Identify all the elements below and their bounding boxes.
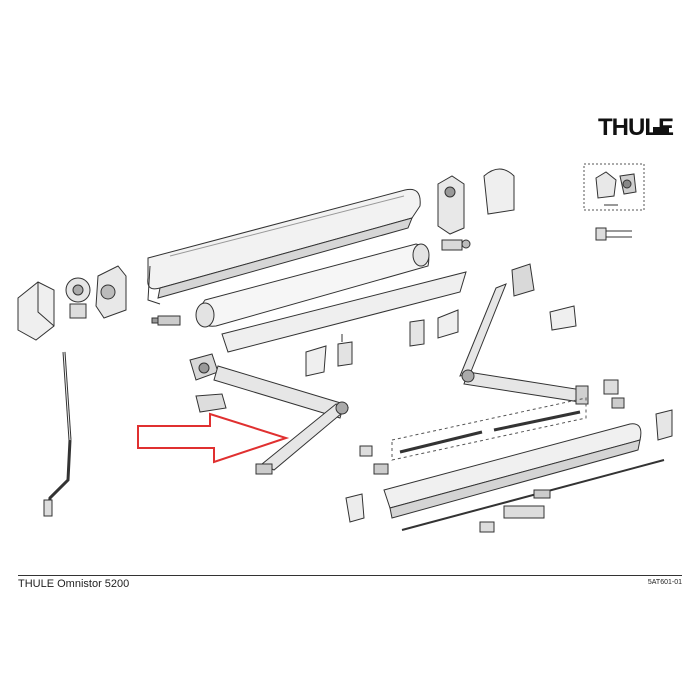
front-profile-part [383, 423, 642, 519]
left-small-parts [359, 445, 389, 475]
lower-arm [255, 401, 350, 475]
bearing-part [65, 277, 91, 319]
front-rail-part [401, 459, 665, 531]
arm-clip-part [195, 393, 227, 413]
lever-part [603, 379, 625, 409]
side-cover-part [483, 168, 515, 215]
arm-cover-part [549, 305, 577, 331]
small-fitting-part [441, 239, 471, 251]
front-end-cap-right [655, 409, 673, 441]
bracket-part-a [305, 345, 327, 377]
red-outline-arrow-icon [137, 412, 290, 464]
fabric-strip-part [221, 271, 467, 353]
tension-rail-kit [391, 397, 587, 461]
connector-part [151, 315, 181, 326]
bolt-set-part [595, 227, 632, 241]
wall-bracket-part [437, 175, 465, 235]
left-upper-arm-part [189, 353, 345, 419]
roller-tube-part [195, 243, 430, 328]
gearbox-part [95, 265, 127, 319]
thule-logo-tag [653, 127, 669, 135]
footer-title: THULE Omnistor 5200 [18, 578, 130, 590]
cassette-rail-part [147, 188, 421, 305]
bracket-part-b [337, 334, 353, 367]
front-end-cap-left [345, 493, 365, 523]
drawing-code: 5AT601-01 [647, 579, 682, 586]
bracket-part-d [437, 309, 459, 339]
bottom-bracket-part [479, 489, 551, 533]
end-cap-part [17, 281, 55, 341]
footer-rule [18, 575, 682, 576]
right-upper-arm-part [459, 263, 535, 377]
bracket-part-c [409, 319, 425, 347]
right-lower-arm-part [461, 369, 589, 405]
inset-detail-box [583, 163, 645, 211]
crank-handle-part [43, 351, 72, 517]
